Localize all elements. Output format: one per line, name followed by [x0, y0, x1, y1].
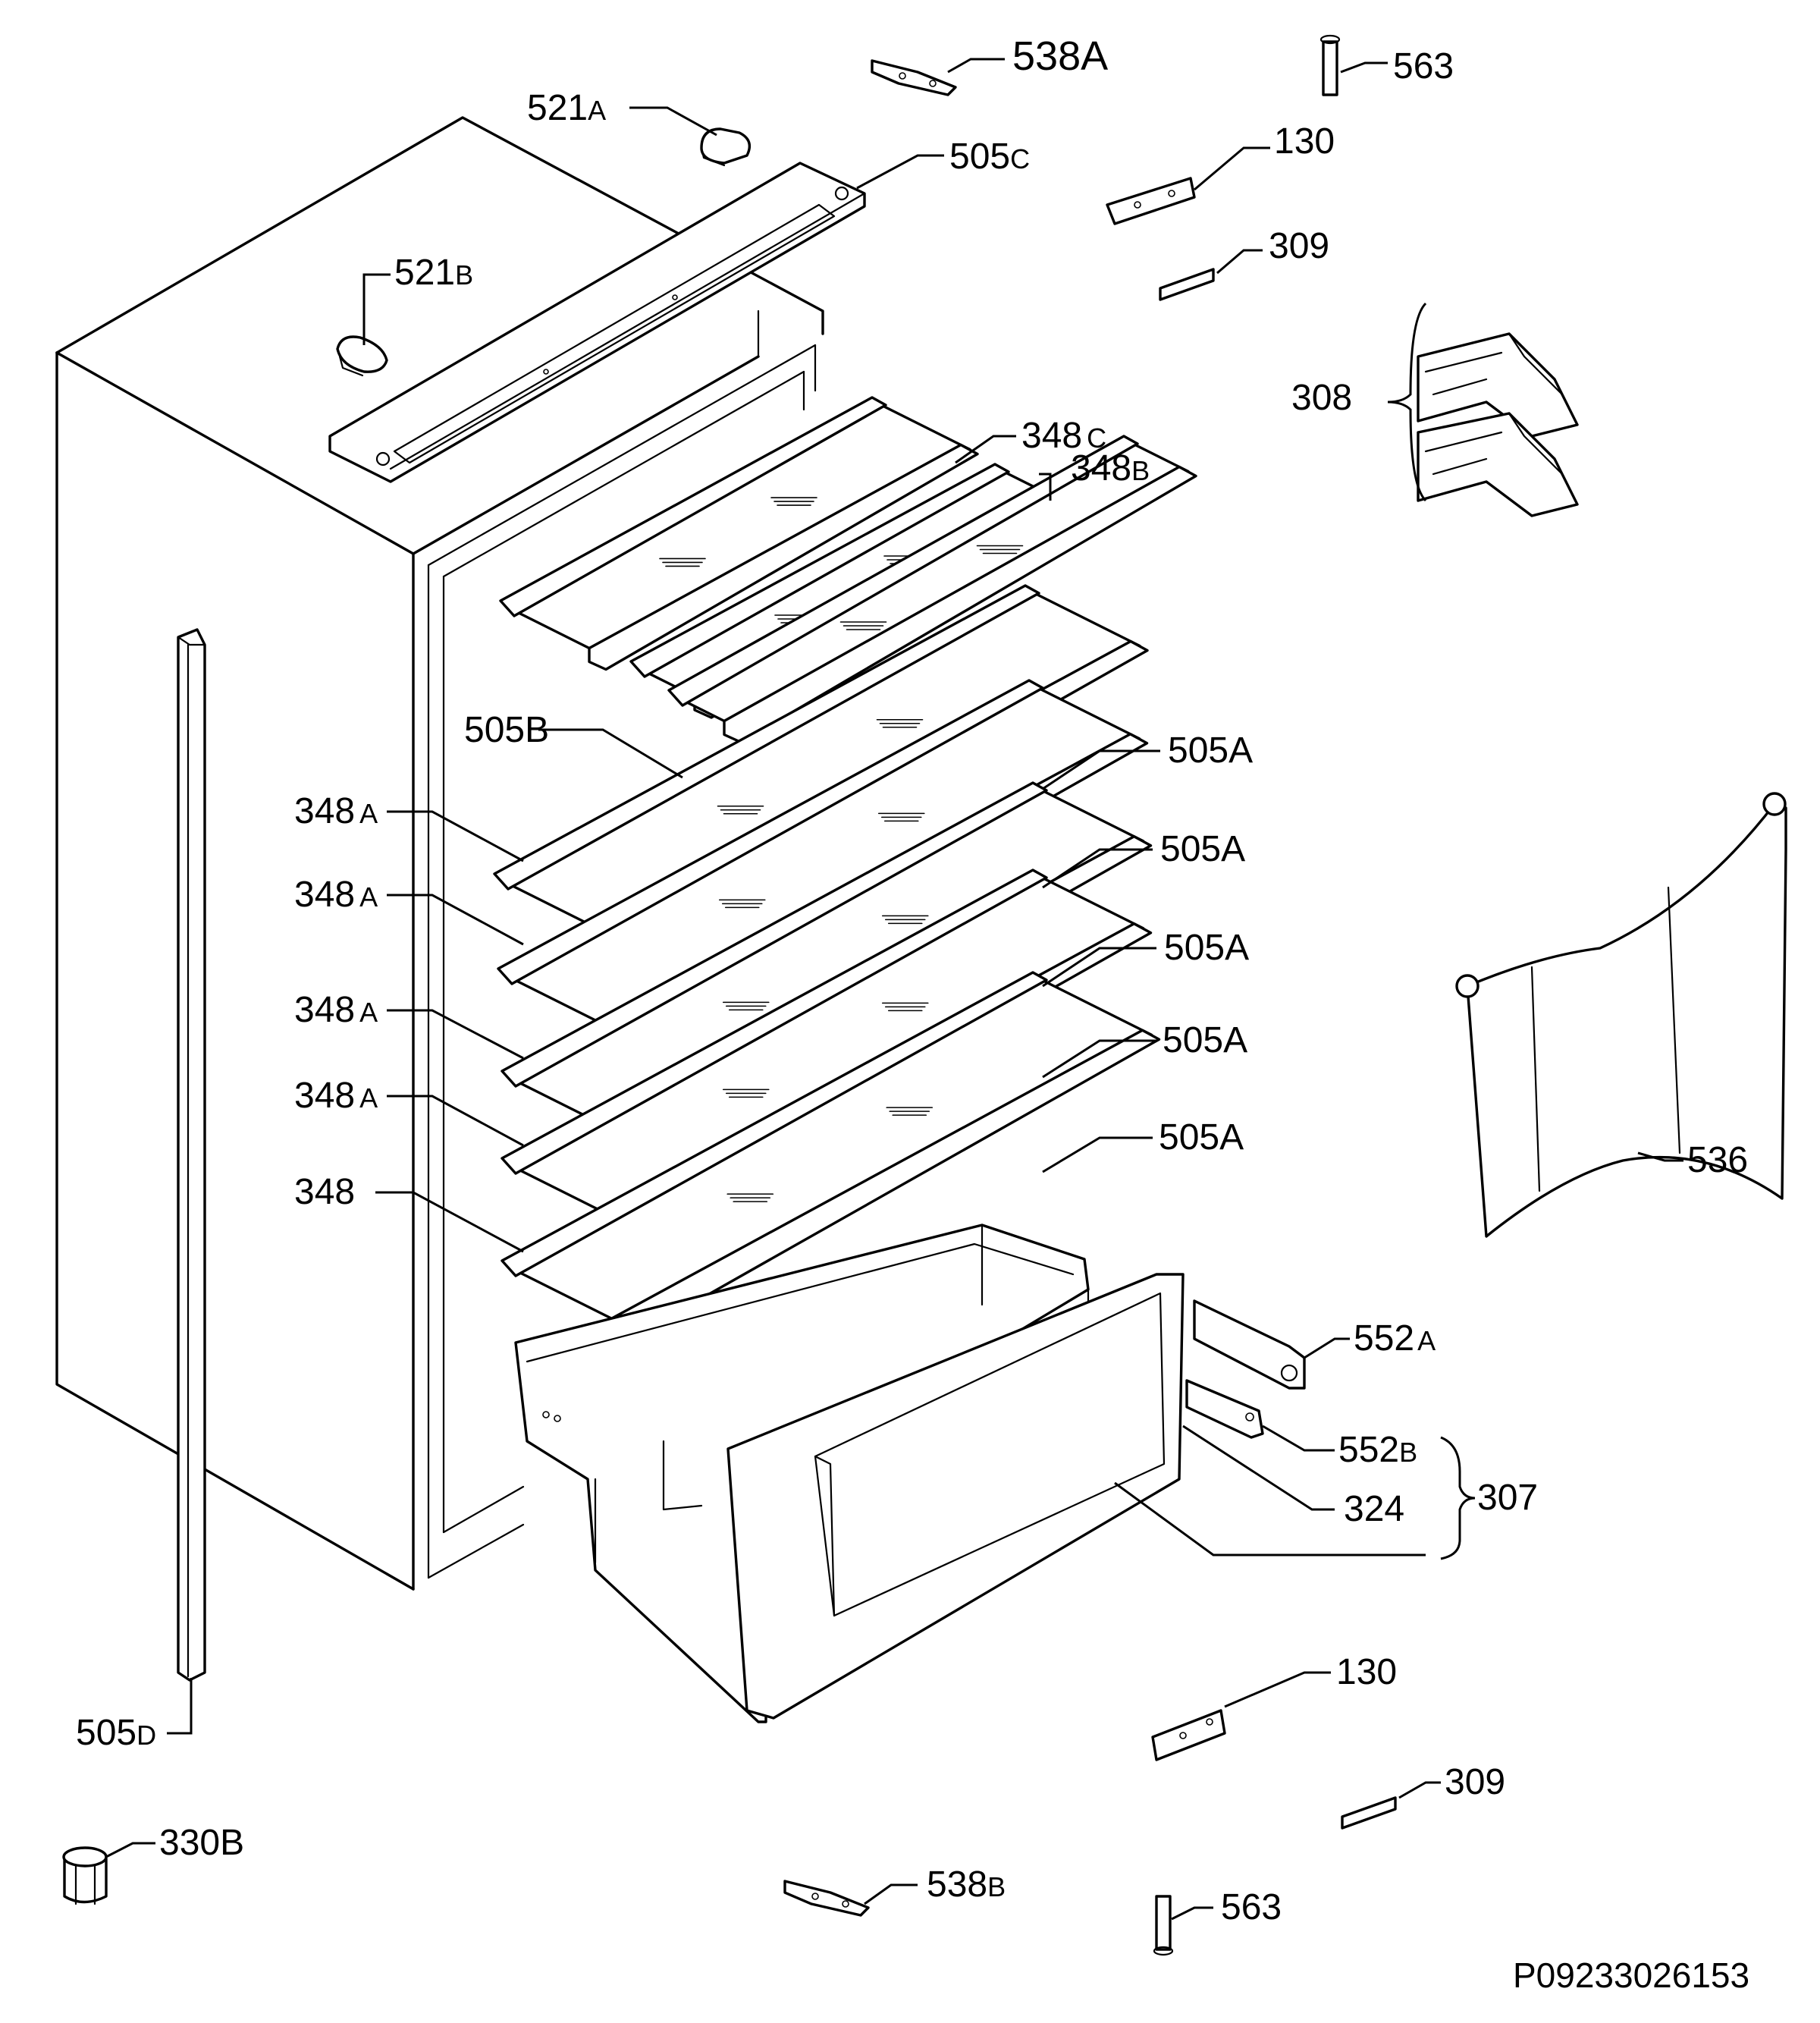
label-348: 348	[294, 1172, 355, 1212]
bracket-538b	[783, 1880, 870, 1917]
shelf-348	[500, 971, 1161, 1341]
bracket-538a	[871, 59, 957, 96]
label-521a: 521A	[527, 88, 606, 128]
label-505d: 505D	[76, 1713, 156, 1753]
label-307: 307	[1477, 1478, 1538, 1518]
drawer-runners	[1185, 1299, 1306, 1439]
label-330b: 330B	[159, 1823, 244, 1863]
door-panel-536	[1455, 792, 1787, 1238]
hinge-cover-130-top	[1106, 177, 1196, 225]
crisper-drawer	[514, 1224, 1185, 1723]
label-324: 324	[1344, 1489, 1404, 1529]
label-536: 536	[1687, 1140, 1748, 1180]
label-309-top	[1159, 268, 1215, 301]
glass-shelves	[493, 396, 1197, 1341]
cap-521b	[336, 335, 388, 377]
label-309-bottom	[1341, 1796, 1397, 1830]
foot-330b	[62, 1846, 108, 1905]
label-505c: 505C	[949, 137, 1030, 177]
label-130-bottom: 130	[1336, 1652, 1397, 1692]
hinge-cover-130-bottom	[1151, 1709, 1226, 1761]
label-505a-2: 505A	[1160, 829, 1245, 869]
label-521b: 521B	[394, 253, 473, 293]
pin-563-top	[1320, 34, 1341, 96]
pin-563-bottom	[1153, 1895, 1174, 1956]
label-538a: 538A	[1012, 33, 1108, 79]
label-505a-5: 505A	[1159, 1117, 1244, 1158]
label-309-bottom: 309	[1445, 1762, 1505, 1802]
label-505a-3: 505A	[1164, 928, 1249, 968]
label-505b: 505B	[464, 710, 549, 750]
shelf-348c	[499, 396, 979, 671]
top-hinge-plate	[328, 162, 866, 483]
label-308: 308	[1291, 378, 1352, 418]
cabinet	[55, 116, 824, 1591]
hinges-308	[1417, 332, 1579, 517]
label-552b: 552B	[1338, 1430, 1417, 1470]
drawing-code: P09233026153	[1513, 1955, 1749, 1995]
label-505a-4: 505A	[1163, 1020, 1247, 1060]
label-563-bottom: 563	[1221, 1887, 1282, 1927]
label-348b: 348B	[1071, 448, 1150, 488]
label-309-top: 309	[1269, 226, 1329, 266]
cap-521a	[700, 127, 751, 167]
label-538b: 538B	[927, 1864, 1006, 1905]
label-563-top: 563	[1393, 46, 1454, 86]
vertical-trim-505d	[177, 628, 206, 1682]
leader-lines	[105, 58, 1684, 1921]
label-130-top: 130	[1274, 121, 1335, 162]
label-505a-1: 505A	[1168, 730, 1253, 771]
shelf-348b	[667, 435, 1197, 744]
